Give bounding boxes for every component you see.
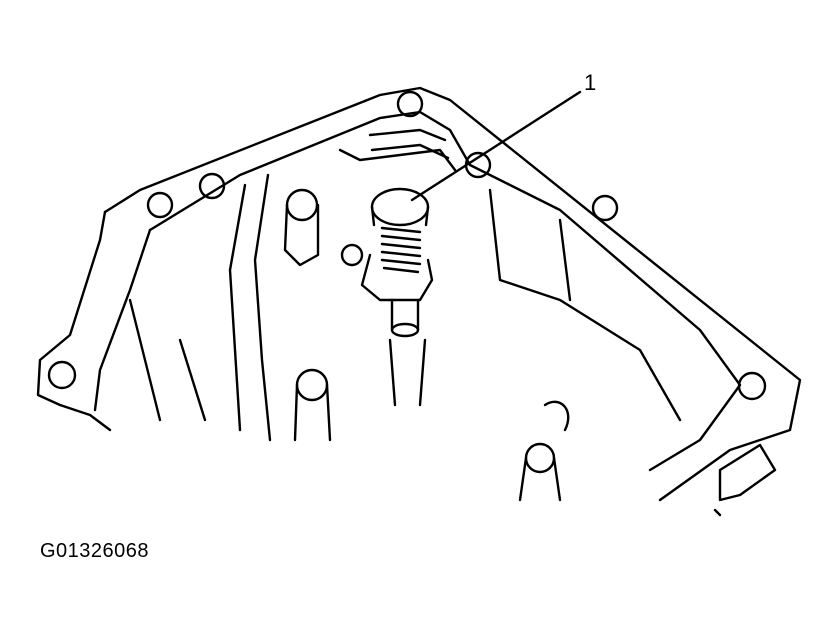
boss-lower — [297, 370, 327, 400]
bolt-hole — [739, 373, 765, 399]
bolt-hole — [593, 196, 617, 220]
boss-bottom-right — [526, 444, 554, 472]
figure-id: G01326068 — [40, 540, 150, 562]
inner-wall-right — [490, 190, 680, 420]
boss-bottom-right-body — [520, 458, 560, 500]
bolt-hole — [148, 193, 172, 217]
inner-wall-left — [230, 185, 245, 430]
boss-lower-body — [295, 385, 330, 440]
valve-stem-end — [392, 324, 418, 336]
flange-left-edge — [38, 212, 110, 430]
bolt-hole — [200, 174, 224, 198]
lower-left-ribs — [130, 300, 205, 420]
flange-inner-left — [95, 230, 150, 410]
flange-inner-edge — [150, 112, 740, 470]
bolt-hole — [398, 92, 422, 116]
bolt-hole — [49, 362, 75, 388]
valve-body — [362, 255, 432, 300]
valve-stem — [392, 300, 418, 330]
valve-cap-side — [372, 207, 428, 225]
inner-wall-right-2 — [560, 220, 570, 300]
valve-spring — [382, 228, 420, 272]
boss-left — [287, 190, 317, 220]
boss-left-body — [285, 205, 318, 265]
inner-recess-top-2 — [372, 145, 448, 158]
valve-bore — [390, 340, 425, 405]
flange-outer-edge — [105, 88, 800, 500]
callout-leader-line — [412, 92, 580, 200]
valve-retainer — [342, 245, 362, 265]
callout-label-1: 1 — [584, 70, 597, 95]
inner-recess-top — [370, 130, 445, 140]
inner-wall-left-2 — [255, 175, 270, 440]
inner-wall-center — [340, 150, 455, 170]
valve-assembly — [342, 189, 432, 405]
bottom-right-lug-line — [715, 510, 720, 515]
hook-detail — [545, 402, 568, 430]
bottom-right-lug — [720, 445, 775, 500]
